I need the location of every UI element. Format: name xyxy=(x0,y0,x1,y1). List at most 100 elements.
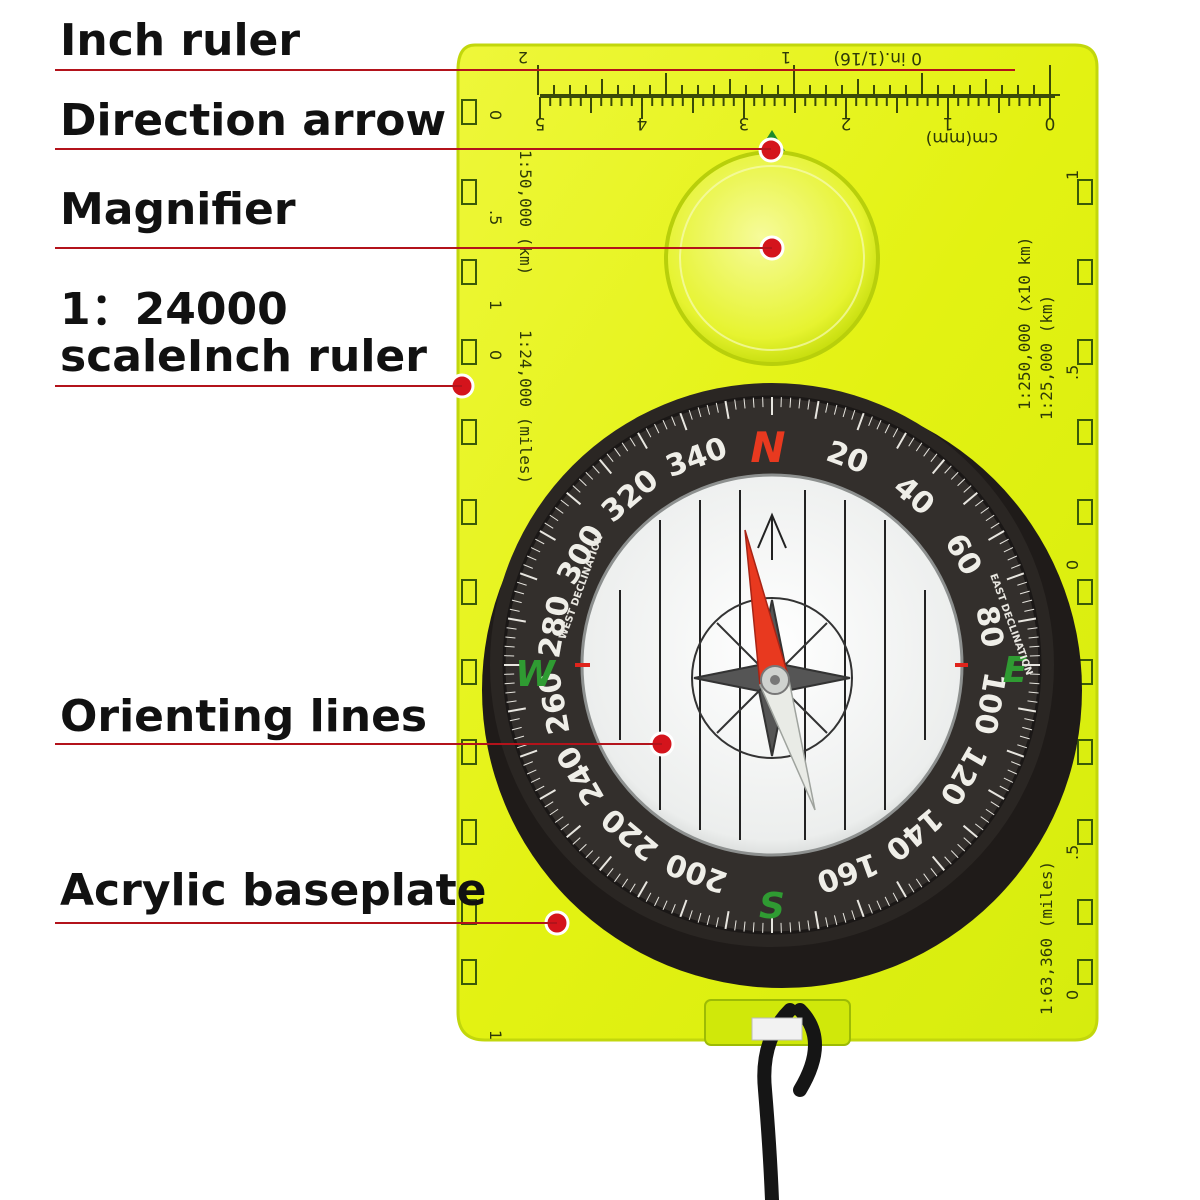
bezel-tick xyxy=(1006,749,1025,758)
bezel-tick xyxy=(985,808,995,816)
right-scale-3-text: 1:63,360 (miles) xyxy=(1037,861,1056,1015)
bezel-tick xyxy=(1024,608,1035,612)
orienting-lines-label: Orienting lines xyxy=(60,691,428,742)
bezel-tick xyxy=(957,478,966,487)
bezel-tick xyxy=(724,400,730,419)
left-scale-box xyxy=(461,259,477,285)
bezel-tick xyxy=(1019,590,1030,595)
right-scale-2-text: 1:25,000 (km) xyxy=(1037,295,1056,420)
cardinal-e: E xyxy=(1003,650,1028,691)
bezel-tick xyxy=(944,856,952,865)
bezel-tick xyxy=(621,878,629,888)
bezel-tick xyxy=(505,636,516,639)
bezel-tick xyxy=(637,881,648,898)
bezel-tick xyxy=(578,843,587,852)
bezel-tick xyxy=(974,823,984,831)
bezel-tick xyxy=(892,428,899,438)
orienting-lines xyxy=(575,490,968,840)
bezel-tick xyxy=(896,881,907,898)
bezel-degree-ticks xyxy=(504,397,1040,933)
bezel-tick xyxy=(514,590,525,595)
bezel-tick xyxy=(923,873,930,883)
bezel-tick xyxy=(506,700,517,703)
bezel-tick xyxy=(884,896,890,907)
left-scale-box xyxy=(461,179,477,205)
right-scale-1-text: 1:250,000 (x10 km) xyxy=(1015,237,1034,410)
bezel-tick xyxy=(697,912,702,923)
right-scale-mark: 0 xyxy=(1063,990,1082,1000)
bezel-tick xyxy=(598,459,613,475)
bezel-tick xyxy=(957,843,966,852)
bezel-tick xyxy=(884,423,890,434)
left-scale-1-text: 1:50,000 (km) xyxy=(516,150,535,275)
bezel-tick xyxy=(1003,547,1014,553)
cm-ruler-label: cm(mm) xyxy=(926,128,998,148)
bezel-tick xyxy=(1011,761,1021,766)
left-scale-box xyxy=(461,499,477,525)
bezel-tick xyxy=(671,904,676,914)
bezel-tick xyxy=(592,465,600,474)
bezel-tick xyxy=(539,789,556,800)
bezel-tick xyxy=(679,412,688,431)
right-scale-mark: 0 xyxy=(1063,560,1082,570)
bezel-tick xyxy=(549,808,559,816)
bezel-tick xyxy=(1027,627,1038,630)
bezel-tick xyxy=(654,423,660,434)
bezel-tick xyxy=(507,707,526,713)
bezel-tick xyxy=(654,896,660,907)
bezel-tick xyxy=(544,522,554,529)
bezel-tick xyxy=(734,399,737,410)
bezel-tick xyxy=(892,892,899,902)
bezel-tick xyxy=(519,572,538,581)
bezel-tick xyxy=(743,398,746,409)
bezel-tick xyxy=(621,442,629,452)
bezel-tick xyxy=(923,447,930,457)
bezel-tick xyxy=(504,682,515,685)
bezel-tick xyxy=(825,917,829,928)
bezel-tick xyxy=(504,645,515,648)
right-scale-mark: 1 xyxy=(1063,170,1082,180)
bezel-tick xyxy=(523,761,533,766)
bezel-tick xyxy=(544,801,554,808)
direction-arrow-leader xyxy=(55,148,771,150)
bezel-tick xyxy=(526,769,537,775)
bezel-tick xyxy=(868,416,873,426)
bezel-tick xyxy=(629,883,636,893)
bezel-tick xyxy=(950,471,959,480)
bezel-tick xyxy=(585,471,594,480)
bezel-tick xyxy=(724,911,730,930)
right-scale-box xyxy=(1077,959,1093,985)
right-scale-box xyxy=(1077,419,1093,445)
bezel-tick xyxy=(851,910,856,921)
right-scale-box xyxy=(1077,579,1093,605)
bezel-tick xyxy=(715,402,719,413)
bezel-tick xyxy=(645,428,652,438)
bezel-tick xyxy=(931,855,946,871)
bezel-tick xyxy=(930,453,938,463)
bezel-tick xyxy=(1017,581,1028,586)
compass-housing: 2040608010012014016020022024026028030032… xyxy=(482,383,1082,988)
bezel-tick xyxy=(814,911,820,930)
bezel-tick xyxy=(1027,700,1038,703)
bezel-tick xyxy=(566,824,582,839)
bezel-tick xyxy=(963,837,972,845)
bezel-tick xyxy=(511,726,522,731)
bezel-tick xyxy=(789,397,792,408)
cm-number: 3 xyxy=(739,113,750,133)
bezel-tick xyxy=(1011,564,1021,569)
right-scale-box xyxy=(1077,899,1093,925)
scale-leader xyxy=(55,385,462,387)
bezel-tick xyxy=(506,627,517,630)
bezel-tick xyxy=(833,915,838,926)
left-scale-box xyxy=(461,99,477,125)
bezel-tick xyxy=(535,538,545,545)
bezel-tick xyxy=(950,850,959,859)
bezel-tick xyxy=(988,530,1005,541)
left-scale-box xyxy=(461,959,477,985)
bezel-tick xyxy=(990,801,1000,808)
right-scale-box xyxy=(1077,179,1093,205)
bezel-tick xyxy=(980,816,990,823)
bezel-tick xyxy=(962,491,978,506)
bezel-tick xyxy=(908,437,915,447)
bezel-tick xyxy=(1022,726,1033,731)
